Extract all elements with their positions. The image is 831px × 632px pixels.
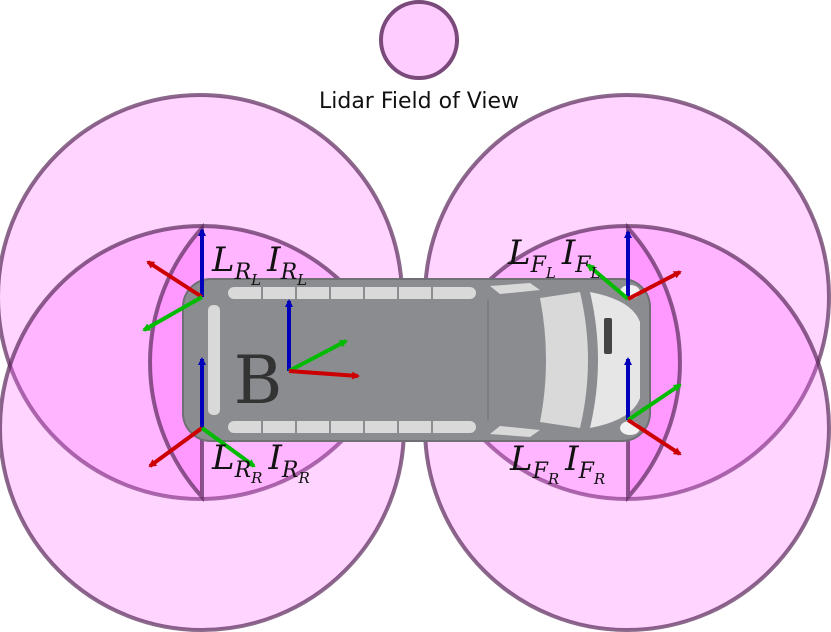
mirror-right <box>490 426 540 437</box>
legend-label: Lidar Field of View <box>319 89 519 114</box>
mirror-left <box>490 283 540 294</box>
windshield <box>540 292 588 428</box>
base-frame: B <box>234 299 360 419</box>
legend-swatch <box>379 0 459 80</box>
rear-window <box>208 305 220 415</box>
hood-intake <box>604 318 612 354</box>
roof-rail-bottom <box>228 421 476 433</box>
roof-rail-top <box>228 287 476 299</box>
vehicle-body <box>182 278 651 442</box>
base-frame-label: B <box>234 342 283 419</box>
legend: Lidar Field of View <box>319 0 519 114</box>
